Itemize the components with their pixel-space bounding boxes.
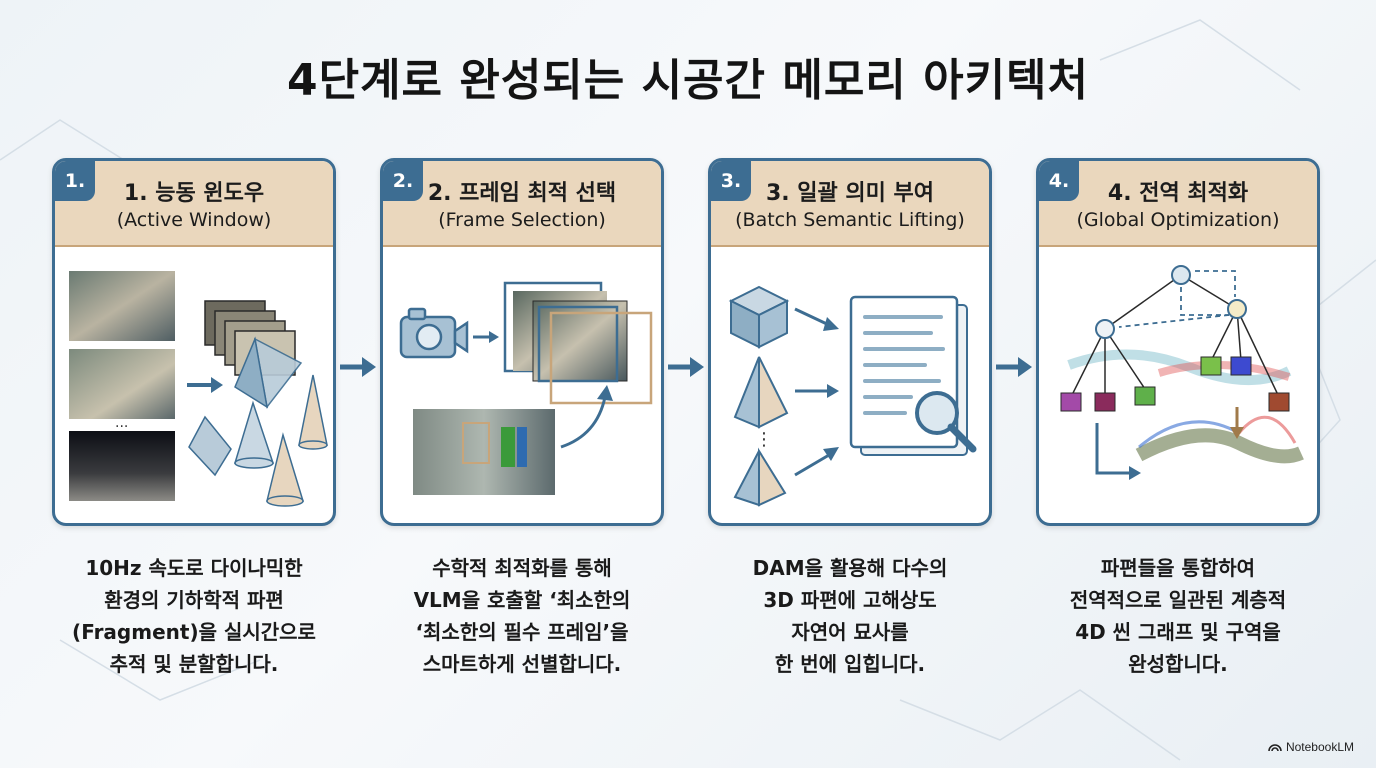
cube-icon	[728, 285, 790, 349]
flow-arrow-icon	[996, 357, 1032, 377]
shape-ellipsis: ⋮	[755, 429, 773, 450]
step-card-frame-selection: 2. 2. 프레임 최적 선택 (Frame Selection)	[380, 158, 664, 526]
step-badge: 3.	[711, 161, 751, 201]
geometric-fragments-icon	[188, 336, 328, 507]
frame-thumbnail	[69, 271, 175, 341]
step-card-active-window: 1. 1. 능동 윈도우 (Active Window) ...	[52, 158, 336, 526]
step-illustration	[383, 247, 661, 523]
step-title-en: (Frame Selection)	[438, 209, 606, 231]
graph-leaf	[1268, 392, 1290, 412]
step-header: 4. 4. 전역 최적화 (Global Optimization)	[1039, 161, 1317, 247]
source-frame-thumbnail	[413, 409, 555, 495]
step-description: 10Hz 속도로 다이나믹한 환경의 기하학적 파편 (Fragment)을 실…	[72, 556, 316, 676]
document-icon	[849, 295, 968, 456]
step-illustration	[1039, 247, 1317, 523]
graph-leaf	[1134, 386, 1156, 406]
step-title-ko: 2. 프레임 최적 선택	[427, 181, 617, 206]
step-header: 3. 3. 일괄 의미 부여 (Batch Semantic Lifting)	[711, 161, 989, 247]
step-illustration: ⋮	[711, 247, 989, 523]
step-card-global-optimization: 4. 4. 전역 최적화 (Global Optimization)	[1036, 158, 1320, 526]
magnifier-icon	[915, 391, 977, 453]
step-description: 파편들을 통합하여 전역적으로 일관된 계층적 4D 씬 그래프 및 구역을 완…	[1069, 556, 1287, 676]
flow-arrow-icon	[340, 357, 376, 377]
frame-ellipsis: ...	[115, 415, 128, 431]
selected-frames-icon	[503, 281, 653, 405]
pyramid-icon	[733, 356, 789, 429]
step-title-ko: 3. 일괄 의미 부여	[765, 181, 935, 206]
point-cloud-icon	[1067, 349, 1304, 464]
step-title-ko: 1. 능동 윈도우	[123, 181, 265, 206]
step-badge: 1.	[55, 161, 95, 201]
step-header: 2. 2. 프레임 최적 선택 (Frame Selection)	[383, 161, 661, 247]
step-description: DAM을 활용해 다수의 3D 파편에 고해상도 자연어 묘사를 한 번에 입힙…	[752, 556, 948, 676]
notebooklm-logo-icon	[1268, 744, 1282, 752]
graph-node	[1171, 265, 1191, 285]
tetrahedron-icon	[733, 447, 787, 507]
step-description: 수학적 최적화를 통해 VLM을 호출할 ‘최소한의 ‘최소한의 필수 프레임’…	[413, 556, 631, 676]
step-title-en: (Batch Semantic Lifting)	[735, 209, 965, 231]
camera-icon	[399, 307, 469, 359]
graph-leaf	[1230, 356, 1252, 376]
step-header: 1. 1. 능동 윈도우 (Active Window)	[55, 161, 333, 247]
step-badge: 4.	[1039, 161, 1079, 201]
brand-watermark: NotebookLM	[1268, 740, 1354, 754]
frame-thumbnail	[69, 431, 175, 501]
step-title-en: (Active Window)	[116, 209, 272, 231]
graph-node	[1227, 299, 1247, 319]
flow-arrow-icon	[668, 357, 704, 377]
step-title-ko: 4. 전역 최적화	[1107, 181, 1249, 206]
graph-leaf	[1200, 356, 1222, 376]
graph-leaf	[1060, 392, 1082, 412]
graph-leaf	[1094, 392, 1116, 412]
step-illustration: ...	[55, 247, 333, 523]
graph-node	[1095, 319, 1115, 339]
step-badge: 2.	[383, 161, 423, 201]
frame-thumbnail	[69, 349, 175, 419]
step-card-batch-semantic-lifting: 3. 3. 일괄 의미 부여 (Batch Semantic Lifting) …	[708, 158, 992, 526]
brand-name: NotebookLM	[1285, 740, 1354, 754]
step-title-en: (Global Optimization)	[1076, 209, 1280, 231]
page-title: 4단계로 완성되는 시공간 메모리 아키텍처	[286, 55, 1090, 106]
